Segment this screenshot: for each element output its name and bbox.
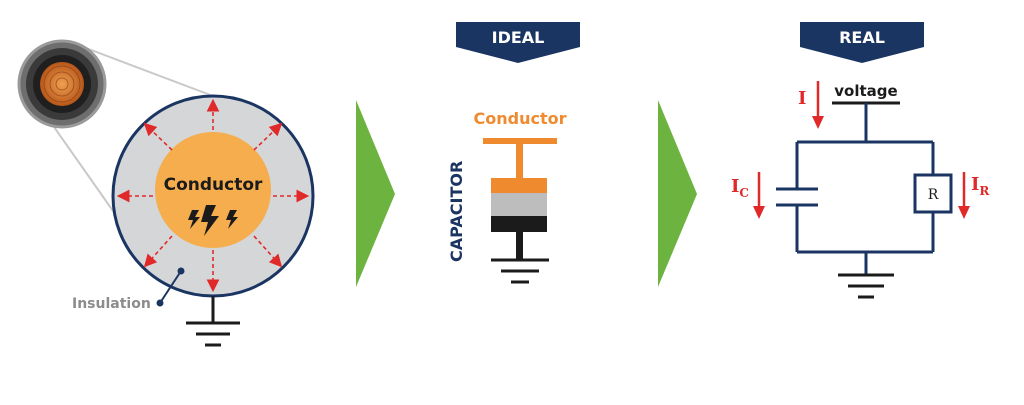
ideal-panel: IDEAL Conductor CAPACITOR (447, 22, 580, 284)
capacitor-vertical-label: CAPACITOR (447, 161, 466, 262)
circuit-resistor (913, 173, 953, 214)
current-ic-sub: C (739, 186, 749, 200)
rc-circuit (795, 103, 935, 274)
ideal-ground-icon (491, 258, 549, 284)
current-ic-main: I (731, 176, 739, 197)
cable-cross-section: Conductor Insulation (17, 39, 315, 347)
capacitor-symbol (483, 138, 557, 259)
svg-text:IC: IC (731, 176, 749, 200)
current-ir-sub: R (979, 184, 990, 198)
insulation-pointer (159, 270, 182, 304)
ground-icon (186, 296, 240, 347)
cable-photo-icon (17, 39, 107, 129)
current-i-label: I (798, 88, 806, 109)
ideal-banner-label: IDEAL (492, 28, 545, 47)
current-arrows (753, 81, 970, 219)
insulation-label: Insulation (72, 296, 151, 312)
green-arrow-right-2 (658, 100, 697, 287)
real-ground-icon (838, 273, 894, 299)
voltage-label: voltage (834, 82, 897, 100)
conductor-core (155, 132, 271, 248)
current-ir-main: I (971, 174, 979, 195)
resistor-label: R (928, 187, 939, 203)
circuit-capacitor (776, 187, 818, 207)
electric-field-arrows (116, 98, 310, 293)
zoom-line-lower (46, 116, 126, 229)
svg-text:IR: IR (971, 174, 990, 198)
green-arrow-right-1 (356, 100, 395, 287)
real-banner-label: REAL (839, 28, 885, 47)
conductor-label: Conductor (164, 175, 263, 195)
zoom-line-upper (77, 44, 214, 97)
lightning-icon (188, 205, 238, 236)
ideal-banner (456, 22, 580, 63)
real-panel: REAL voltage R (731, 22, 990, 299)
real-banner (800, 22, 924, 63)
ideal-conductor-label: Conductor (474, 109, 567, 128)
